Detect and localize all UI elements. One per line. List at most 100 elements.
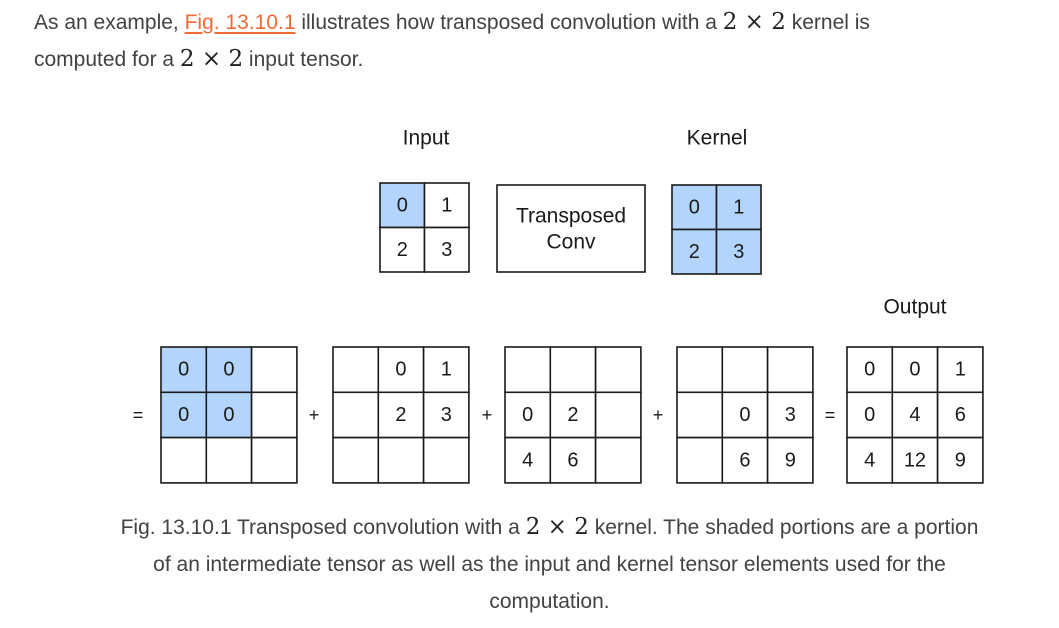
intermediate-grid-4-cell	[721, 436, 769, 484]
input-grid-value: 3	[441, 239, 452, 261]
output-grid-value: 0	[864, 404, 875, 426]
output-grid-value: 0	[864, 359, 875, 381]
intermediate-grid-3-cell	[549, 436, 597, 484]
operator-symbol: +	[653, 405, 664, 425]
input-label: Input	[403, 127, 450, 150]
intermediate-grid-1-cell	[205, 391, 253, 439]
intermediate-grid-4-cell	[721, 346, 769, 394]
transposed-conv-box	[496, 184, 646, 273]
intermediate-grid-1-value: 0	[178, 404, 189, 426]
operator-symbol: =	[133, 405, 144, 425]
paragraph-text: computed for a	[34, 48, 180, 71]
transposed-conv-label: Conv	[546, 231, 596, 254]
input-grid-cell	[379, 182, 426, 229]
output-grid-cell	[891, 391, 939, 439]
caption-line-1: Fig. 13.10.1 Transposed convolution with…	[40, 509, 1059, 546]
input-grid-value: 2	[397, 239, 408, 261]
input-grid-value: 0	[397, 194, 408, 216]
intermediate-grid-4-cell	[676, 436, 724, 484]
operator-symbol: +	[482, 405, 493, 425]
intermediate-grid-4-cell	[766, 346, 814, 394]
kernel-grid-cell	[715, 184, 762, 231]
paragraph-text: input tensor.	[243, 48, 364, 71]
intermediate-grid-2-cell	[332, 436, 380, 484]
intermediate-grid-2-cell	[422, 346, 470, 394]
caption-text: Fig. 13.10.1 Transposed convolution with…	[120, 516, 526, 539]
paragraph-text: illustrates how transposed convolution w…	[295, 11, 723, 34]
kernel-grid-cell	[671, 228, 718, 275]
intermediate-grid-4-value: 0	[739, 404, 750, 426]
intermediate-grid-3-cell	[549, 346, 597, 394]
figure-link[interactable]: Fig. 13.10.1	[184, 11, 296, 34]
input-grid-value: 1	[441, 194, 452, 216]
output-grid-cell	[936, 346, 984, 394]
intermediate-grid-1-cell	[250, 346, 298, 394]
paragraph-line-1: As an example, Fig. 13.10.1 illustrates …	[34, 4, 1034, 41]
intermediate-grid-2-cell	[332, 346, 380, 394]
intermediate-grid-3-cell	[594, 391, 642, 439]
figure-caption: Fig. 13.10.1 Transposed convolution with…	[40, 509, 1059, 620]
math-kernel-size: 2 × 2	[722, 9, 786, 35]
kernel-grid-value: 1	[733, 196, 744, 218]
kernel-grid-value: 3	[733, 241, 744, 263]
operator-symbol: =	[825, 405, 836, 425]
intermediate-grid-2-cell	[422, 436, 470, 484]
intermediate-grid-2-value: 2	[395, 404, 406, 426]
body-paragraph: As an example, Fig. 13.10.1 illustrates …	[34, 4, 1034, 78]
kernel-grid-cell	[715, 228, 762, 275]
intermediate-grid-2-value: 0	[395, 359, 406, 381]
transposed-conv-label: Transposed	[516, 205, 626, 228]
intermediate-grid-2-value: 3	[441, 404, 452, 426]
caption-math: 2 × 2	[525, 514, 589, 540]
intermediate-grid-2-cell	[377, 436, 425, 484]
intermediate-grid-1-value: 0	[223, 404, 234, 426]
paragraph-text: kernel is	[785, 11, 870, 34]
intermediate-grid-4-cell	[676, 391, 724, 439]
kernel-grid-value: 2	[689, 241, 700, 263]
caption-text: kernel. The shaded portions are a portio…	[588, 516, 979, 539]
output-grid-value: 1	[955, 359, 966, 381]
intermediate-grid-1-cell	[250, 436, 298, 484]
intermediate-grid-3-cell	[594, 436, 642, 484]
input-grid-cell	[423, 226, 470, 273]
caption-line-2: of an intermediate tensor as well as the…	[153, 553, 946, 576]
output-grid-value: 4	[909, 404, 920, 426]
output-grid-value: 9	[955, 449, 966, 471]
paragraph-text: As an example,	[34, 11, 185, 34]
intermediate-grid-1-cell	[160, 436, 208, 484]
output-grid-value: 6	[955, 404, 966, 426]
intermediate-grid-1-value: 0	[223, 359, 234, 381]
intermediate-grid-3-value: 4	[522, 449, 533, 471]
intermediate-grid-1-cell	[205, 346, 253, 394]
intermediate-grid-3-cell	[504, 391, 552, 439]
operator-symbol: +	[309, 405, 320, 425]
intermediate-grid-3-cell	[594, 346, 642, 394]
kernel-grid-value: 0	[689, 196, 700, 218]
intermediate-grid-4-value: 9	[785, 449, 796, 471]
output-grid-cell	[936, 391, 984, 439]
intermediate-grid-2-cell	[422, 391, 470, 439]
output-grid-cell	[936, 436, 984, 484]
intermediate-grid-3-value: 6	[567, 449, 578, 471]
math-input-size: 2 × 2	[179, 46, 244, 72]
intermediate-grid-2-value: 1	[441, 359, 452, 381]
intermediate-grid-3-value: 0	[522, 404, 533, 426]
caption-line-3: computation.	[489, 590, 610, 613]
intermediate-grid-1-value: 0	[178, 359, 189, 381]
kernel-label: Kernel	[687, 127, 748, 150]
output-grid-value: 12	[904, 449, 926, 471]
intermediate-grid-1-cell	[205, 436, 253, 484]
input-grid-cell	[379, 226, 426, 273]
output-grid-value: 4	[864, 449, 875, 471]
output-grid-value: 0	[909, 359, 920, 381]
intermediate-grid-3-cell	[504, 436, 552, 484]
intermediate-grid-4-cell	[721, 391, 769, 439]
intermediate-grid-4-cell	[676, 346, 724, 394]
output-grid-cell	[846, 436, 894, 484]
intermediate-grid-4-cell	[766, 436, 814, 484]
intermediate-grid-3-value: 2	[567, 404, 578, 426]
paragraph-line-2: computed for a 2 × 2 input tensor.	[34, 41, 1034, 78]
intermediate-grid-4-value: 3	[785, 404, 796, 426]
